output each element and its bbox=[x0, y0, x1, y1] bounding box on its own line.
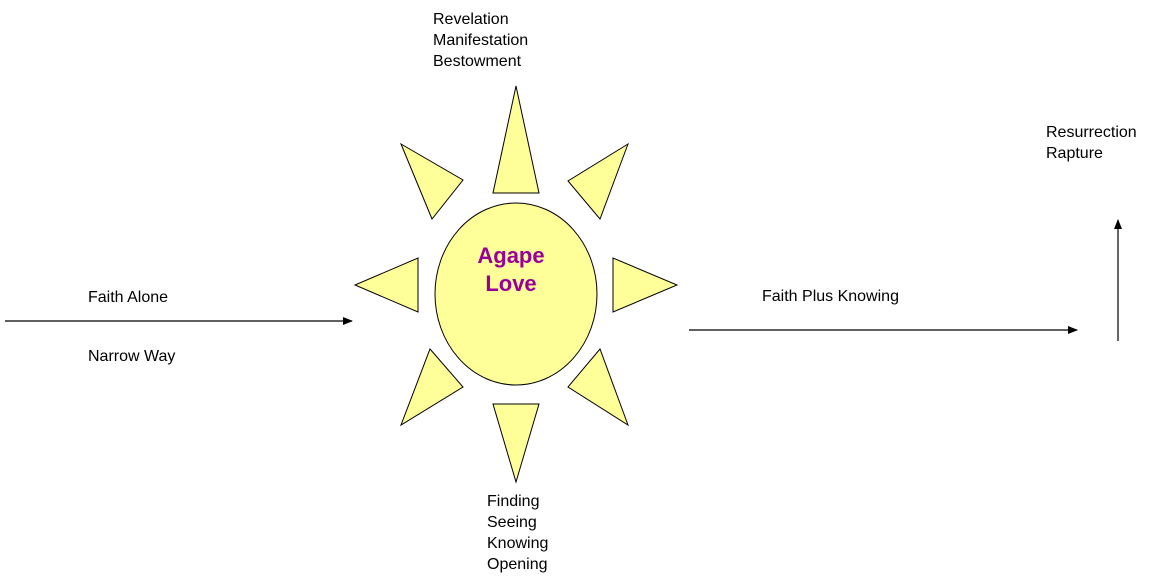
left-bottom-label: Narrow Way bbox=[88, 348, 176, 365]
bottom-label-opening: Opening bbox=[487, 556, 548, 573]
bottom-label-seeing: Seeing bbox=[487, 514, 537, 531]
top-label-group: Revelation Manifestation Bestowment bbox=[433, 9, 528, 72]
left-top-label: Faith Alone bbox=[88, 289, 169, 306]
center-label: Agape Love bbox=[470, 242, 552, 298]
sun-ray-bottom-right bbox=[567, 348, 629, 427]
sun-ray-top bbox=[492, 85, 540, 194]
sun-ray-top-right bbox=[567, 142, 629, 220]
bottom-label-knowing: Knowing bbox=[487, 535, 549, 552]
bottom-label-finding: Finding bbox=[487, 493, 540, 510]
sun-ray-bottom bbox=[492, 403, 540, 484]
center-label-line1: Agape bbox=[477, 243, 545, 268]
sun-ray-left bbox=[353, 257, 419, 313]
sun-center-circle bbox=[434, 202, 598, 386]
top-label-bestowment: Bestowment bbox=[433, 53, 522, 70]
bottom-label-group: Finding Seeing Knowing Opening bbox=[487, 491, 548, 575]
far-right-label-rapture: Rapture bbox=[1046, 145, 1103, 162]
sun-ray-bottom-left bbox=[400, 348, 464, 427]
right-label: Faith Plus Knowing bbox=[762, 288, 899, 305]
sun-ray-top-left bbox=[399, 142, 464, 220]
far-right-label-resurrection: Resurrection bbox=[1046, 124, 1137, 141]
top-label-revelation: Revelation bbox=[433, 11, 509, 28]
top-label-manifestation: Manifestation bbox=[433, 32, 529, 49]
sun-ray-right bbox=[612, 257, 679, 313]
center-label-line2: Love bbox=[485, 271, 537, 296]
far-right-label-group: Resurrection Rapture bbox=[1046, 122, 1137, 164]
